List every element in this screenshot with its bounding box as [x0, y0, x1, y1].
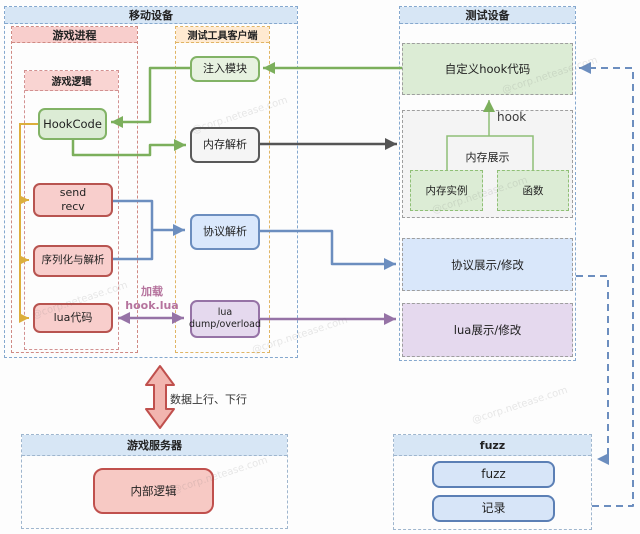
node-memory-instance: 内存实例	[410, 170, 483, 211]
node-custom-hook-code: 自定义hook代码	[402, 43, 573, 95]
node-record: 记录	[432, 495, 555, 522]
node-protocol-display: 协议展示/修改	[402, 238, 573, 291]
watermark-text: @corp.netease.com	[470, 384, 570, 427]
game-logic-title: 游戏逻辑	[25, 71, 118, 91]
node-send-recv: send recv	[33, 183, 113, 217]
game-server-title: 游戏服务器	[22, 435, 287, 456]
container-game-server: 游戏服务器	[21, 434, 288, 529]
node-fuzz: fuzz	[432, 461, 555, 488]
container-test-device: 测试设备	[399, 6, 576, 361]
node-lua-dump-overload: lua dump/overload	[189, 300, 261, 338]
node-hookcode: HookCode	[38, 108, 107, 140]
node-lua-code: lua代码	[33, 303, 113, 333]
fuzz-panel-title: fuzz	[394, 435, 591, 456]
container-fuzz: fuzz	[393, 434, 592, 530]
node-internal-logic: 内部逻辑	[93, 468, 214, 514]
edge-label-load-hook-lua: 加载 hook.lua	[125, 285, 179, 313]
mobile-device-title: 移动设备	[5, 7, 297, 24]
test-tool-client-title: 测试工具客户端	[176, 27, 269, 43]
edge-label-hook: hook	[497, 110, 527, 124]
node-inject-module: 注入模块	[190, 56, 260, 82]
container-game-process: 游戏进程	[11, 26, 138, 353]
container-test-tool-client: 测试工具客户端	[175, 26, 270, 353]
node-protocol-parse: 协议解析	[190, 214, 260, 250]
container-mobile-device: 移动设备	[4, 6, 298, 358]
node-memory-parse: 内存解析	[190, 127, 260, 163]
node-serialize: 序列化与解析	[33, 245, 113, 277]
node-lua-display: lua展示/修改	[402, 303, 573, 357]
node-function: 函数	[497, 170, 569, 211]
edge-label-data-flow: 数据上行、下行	[170, 393, 247, 406]
memory-display-label: 内存展示	[465, 151, 510, 164]
edge-protocoldisplay-to-fuzz	[576, 275, 609, 465]
test-device-title: 测试设备	[400, 7, 575, 24]
game-process-title: 游戏进程	[12, 27, 137, 43]
